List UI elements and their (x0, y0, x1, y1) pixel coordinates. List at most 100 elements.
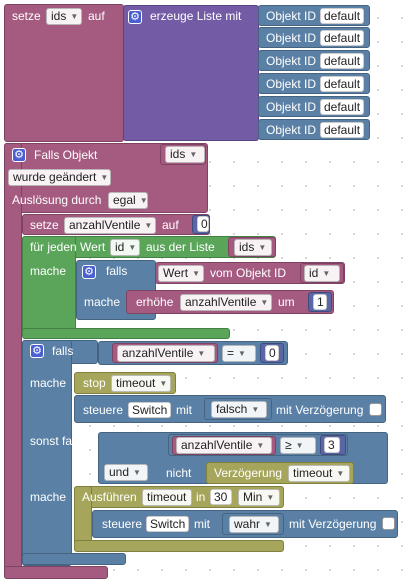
if-label: falls (52, 344, 74, 358)
foreach-left-rail (22, 236, 76, 338)
foreach-label: für jeden Wert (30, 240, 106, 254)
control-label: steuere (102, 517, 143, 531)
dropdown-arrow-icon: ▼ (251, 405, 260, 414)
and-op-dropdown[interactable]: und▼ (104, 464, 148, 481)
compare-op-dropdown[interactable]: =▼ (222, 345, 256, 362)
delay-checkbox[interactable] (382, 517, 395, 530)
else-if-label: sonst falls (30, 434, 84, 448)
trigger-by-dropdown[interactable]: egal▼ (108, 192, 148, 209)
to-label: auf (88, 9, 105, 23)
control-device-field[interactable]: Switch (128, 402, 172, 418)
from-object-label: vom Objekt ID (210, 266, 287, 280)
set-ids-block[interactable] (4, 4, 124, 142)
trigger-label: Falls Objekt (34, 148, 98, 162)
dropdown-arrow-icon: ▼ (260, 298, 269, 307)
do-label: mache (30, 264, 67, 278)
dropdown-arrow-icon: ▼ (238, 349, 246, 358)
compare2-op-dropdown[interactable]: ≥▼ (280, 437, 316, 454)
compare-var-dropdown[interactable]: anzahlVentile▼ (117, 345, 215, 362)
delay-checkbox[interactable] (369, 403, 382, 416)
compare-value-field[interactable]: 0 (265, 345, 279, 361)
set-ids-var-dropdown[interactable]: ids▼ (46, 8, 82, 25)
stop-label: stop (83, 376, 106, 390)
control-label: steuere (83, 403, 124, 417)
trigger-left-rail (4, 143, 22, 579)
object-id-label: Objekt ID (266, 123, 317, 137)
object-var-dropdown[interactable]: id▼ (304, 265, 340, 282)
execute-unit-dropdown[interactable]: Min▼ (238, 489, 280, 506)
not-label: nicht (166, 466, 192, 480)
create-list-block[interactable] (123, 5, 259, 141)
delay-label: Verzögerung (214, 466, 283, 480)
set-count-value-field[interactable]: 0 (197, 216, 209, 232)
object-id-field[interactable]: default (320, 53, 365, 69)
in-label: in (196, 490, 206, 504)
with-label: mit (194, 517, 210, 531)
object-id-field[interactable]: default (320, 30, 365, 46)
gear-icon[interactable]: ⚙ (30, 344, 44, 358)
dropdown-arrow-icon: ▼ (144, 221, 153, 230)
dropdown-arrow-icon: ▼ (100, 173, 109, 182)
gear-icon[interactable]: ⚙ (12, 148, 26, 162)
object-id-field[interactable]: default (320, 8, 365, 24)
set-label: setze (12, 9, 41, 23)
control-value-dropdown[interactable]: wahr▼ (229, 516, 279, 533)
control-value-dropdown[interactable]: falsch▼ (211, 401, 267, 418)
execute-label: Ausführen (82, 490, 137, 504)
dropdown-arrow-icon: ▼ (264, 520, 272, 529)
do-label: mache (30, 490, 67, 504)
dropdown-arrow-icon: ▼ (189, 150, 198, 159)
execute-value-field[interactable]: 30 (210, 489, 232, 505)
if-else-left-rail (22, 340, 72, 566)
object-id-label: Objekt ID (266, 54, 317, 68)
dropdown-arrow-icon: ▼ (159, 379, 168, 388)
create-list-label: erzeuge Liste mit (150, 9, 242, 23)
foreach-list-dropdown[interactable]: ids▼ (234, 239, 272, 256)
trigger-var-dropdown[interactable]: ids▼ (165, 146, 205, 163)
gear-icon[interactable]: ⚙ (82, 265, 96, 279)
trigger-changed-dropdown[interactable]: wurde geändert▼ (8, 169, 111, 186)
foreach-from-label: aus der Liste (146, 240, 215, 254)
execute-name-dropdown[interactable]: timeout (142, 489, 192, 506)
gear-icon[interactable]: ⚙ (128, 10, 142, 24)
dropdown-arrow-icon: ▼ (336, 469, 345, 478)
object-id-label: Objekt ID (266, 100, 317, 114)
dropdown-arrow-icon: ▼ (295, 441, 304, 450)
object-id-field[interactable]: default (320, 99, 365, 115)
foreach-bottom-bar (22, 328, 230, 339)
stop-timeout-dropdown[interactable]: timeout▼ (111, 375, 171, 392)
to-label: auf (162, 218, 179, 232)
object-id-label: Objekt ID (266, 9, 317, 23)
increment-value-field[interactable]: 1 (313, 294, 327, 310)
value-type-dropdown[interactable]: Wert▼ (158, 265, 204, 282)
dropdown-arrow-icon: ▼ (133, 468, 141, 477)
compare2-value-field[interactable]: 3 (324, 437, 340, 453)
if-else-bottom-bar (22, 553, 126, 565)
dropdown-arrow-icon: ▼ (197, 349, 206, 358)
foreach-var-dropdown[interactable]: id▼ (110, 239, 140, 256)
by-label: um (278, 295, 295, 309)
compare2-var-dropdown[interactable]: anzahlVentile▼ (176, 437, 272, 454)
execute-bottom-bar (74, 540, 284, 552)
dropdown-arrow-icon: ▼ (256, 441, 265, 450)
dropdown-arrow-icon: ▼ (322, 269, 331, 278)
object-id-field[interactable]: default (320, 122, 365, 138)
trigger-by-label: Auslösung durch (12, 193, 102, 207)
set-count-var-dropdown[interactable]: anzahlVentile▼ (64, 217, 156, 234)
dropdown-arrow-icon: ▼ (192, 269, 201, 278)
do-label: mache (84, 295, 121, 309)
increment-var-dropdown[interactable]: anzahlVentile▼ (180, 294, 272, 311)
with-label: mit (176, 403, 192, 417)
control-device-field[interactable]: Switch (146, 516, 190, 532)
delay-timeout-dropdown[interactable]: timeout▼ (288, 465, 350, 482)
dropdown-arrow-icon: ▼ (128, 243, 137, 252)
increment-label: erhöhe (136, 295, 174, 309)
dropdown-arrow-icon: ▼ (139, 196, 148, 205)
dropdown-arrow-icon: ▼ (70, 12, 79, 21)
do-label: mache (30, 376, 67, 390)
set-label: setze (30, 218, 59, 232)
dropdown-arrow-icon: ▼ (266, 493, 275, 502)
with-delay-label: mit Verzögerung (276, 403, 364, 417)
object-id-field[interactable]: default (320, 76, 365, 92)
object-id-label: Objekt ID (266, 31, 317, 45)
